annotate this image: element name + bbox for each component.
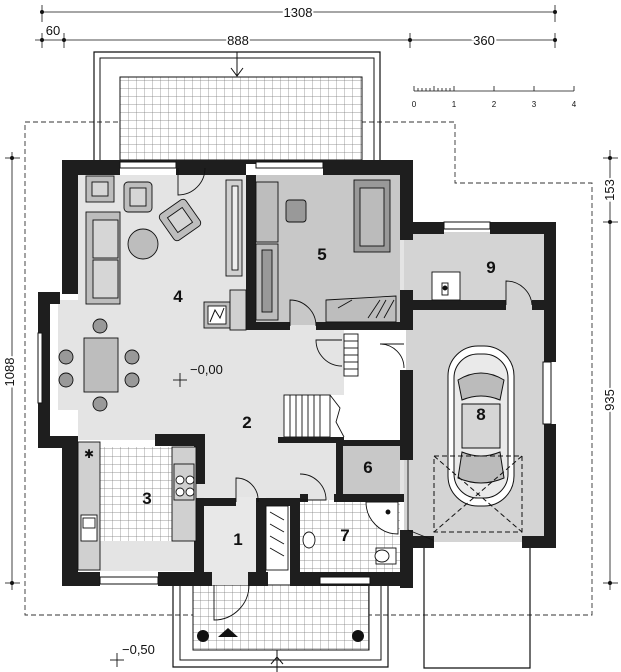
car-icon (433, 345, 523, 533)
living-furniture (85, 175, 247, 331)
stove-burner-icon (175, 475, 185, 485)
scale-bar (413, 86, 575, 92)
entrance-terrace (172, 584, 389, 672)
utility-fixtures (431, 271, 461, 301)
room-number-3: 3 (142, 489, 151, 508)
chair-icon (124, 372, 140, 388)
stove-burner-icon (185, 475, 195, 485)
room-number-7: 7 (340, 526, 349, 545)
room-number-2: 2 (242, 413, 251, 432)
walls (37, 160, 556, 588)
dim-offset: 60 (46, 23, 60, 38)
washbasin-icon (302, 531, 316, 549)
shower-icon (365, 501, 399, 535)
scale-label-4: 4 (572, 100, 577, 109)
doors (177, 167, 533, 621)
chair-icon (58, 372, 74, 388)
dim-garage-width: 360 (473, 33, 495, 48)
hall-floor (204, 497, 266, 585)
chair-icon (92, 396, 108, 412)
chair-icon (58, 349, 74, 365)
level-floor: −0,00 (190, 362, 223, 377)
desk-chair-icon (285, 199, 307, 223)
driveway (423, 545, 531, 669)
level-entrance: −0,50 (122, 642, 155, 657)
chair-icon (124, 349, 140, 365)
stove-burner-icon (175, 487, 185, 497)
hall-wardrobe (265, 505, 289, 571)
dim-house-width: 888 (227, 33, 249, 48)
level-marker-floor (173, 373, 187, 387)
room-number-9: 9 (486, 258, 495, 277)
room-number-1: 1 (233, 530, 242, 549)
dim-overall-depth: 1088 (2, 358, 17, 387)
scale-label-1: 1 (452, 100, 457, 109)
chair-icon (92, 318, 108, 334)
study-furniture (255, 179, 397, 323)
room-number-8: 8 (476, 405, 485, 424)
kitchen-counters: ✱ (77, 441, 197, 571)
dim-depth-main: 935 (602, 389, 617, 411)
level-marker-entrance (110, 653, 124, 667)
dining-set (58, 318, 140, 412)
scale-label-3: 3 (532, 100, 537, 109)
roof-outline (24, 121, 593, 616)
scale-label-0: 0 (412, 100, 417, 109)
stove-burner-icon (185, 487, 195, 497)
bathroom-fixtures (302, 501, 399, 565)
svg-text:✱: ✱ (84, 447, 94, 461)
bookshelf-icon (255, 181, 279, 243)
interior-walls (155, 175, 548, 586)
staircase (283, 333, 359, 438)
coffee-table-icon (127, 228, 159, 260)
scale-label-2: 2 (492, 100, 497, 109)
storage-floor (343, 445, 400, 497)
rear-terrace (93, 51, 381, 161)
dim-depth-offset: 153 (602, 179, 617, 201)
room-number-5: 5 (317, 245, 326, 264)
dining-table-icon (83, 337, 119, 393)
dim-overall-width: 1308 (284, 5, 313, 20)
room-number-6: 6 (363, 458, 372, 477)
room-number-4: 4 (173, 287, 183, 306)
